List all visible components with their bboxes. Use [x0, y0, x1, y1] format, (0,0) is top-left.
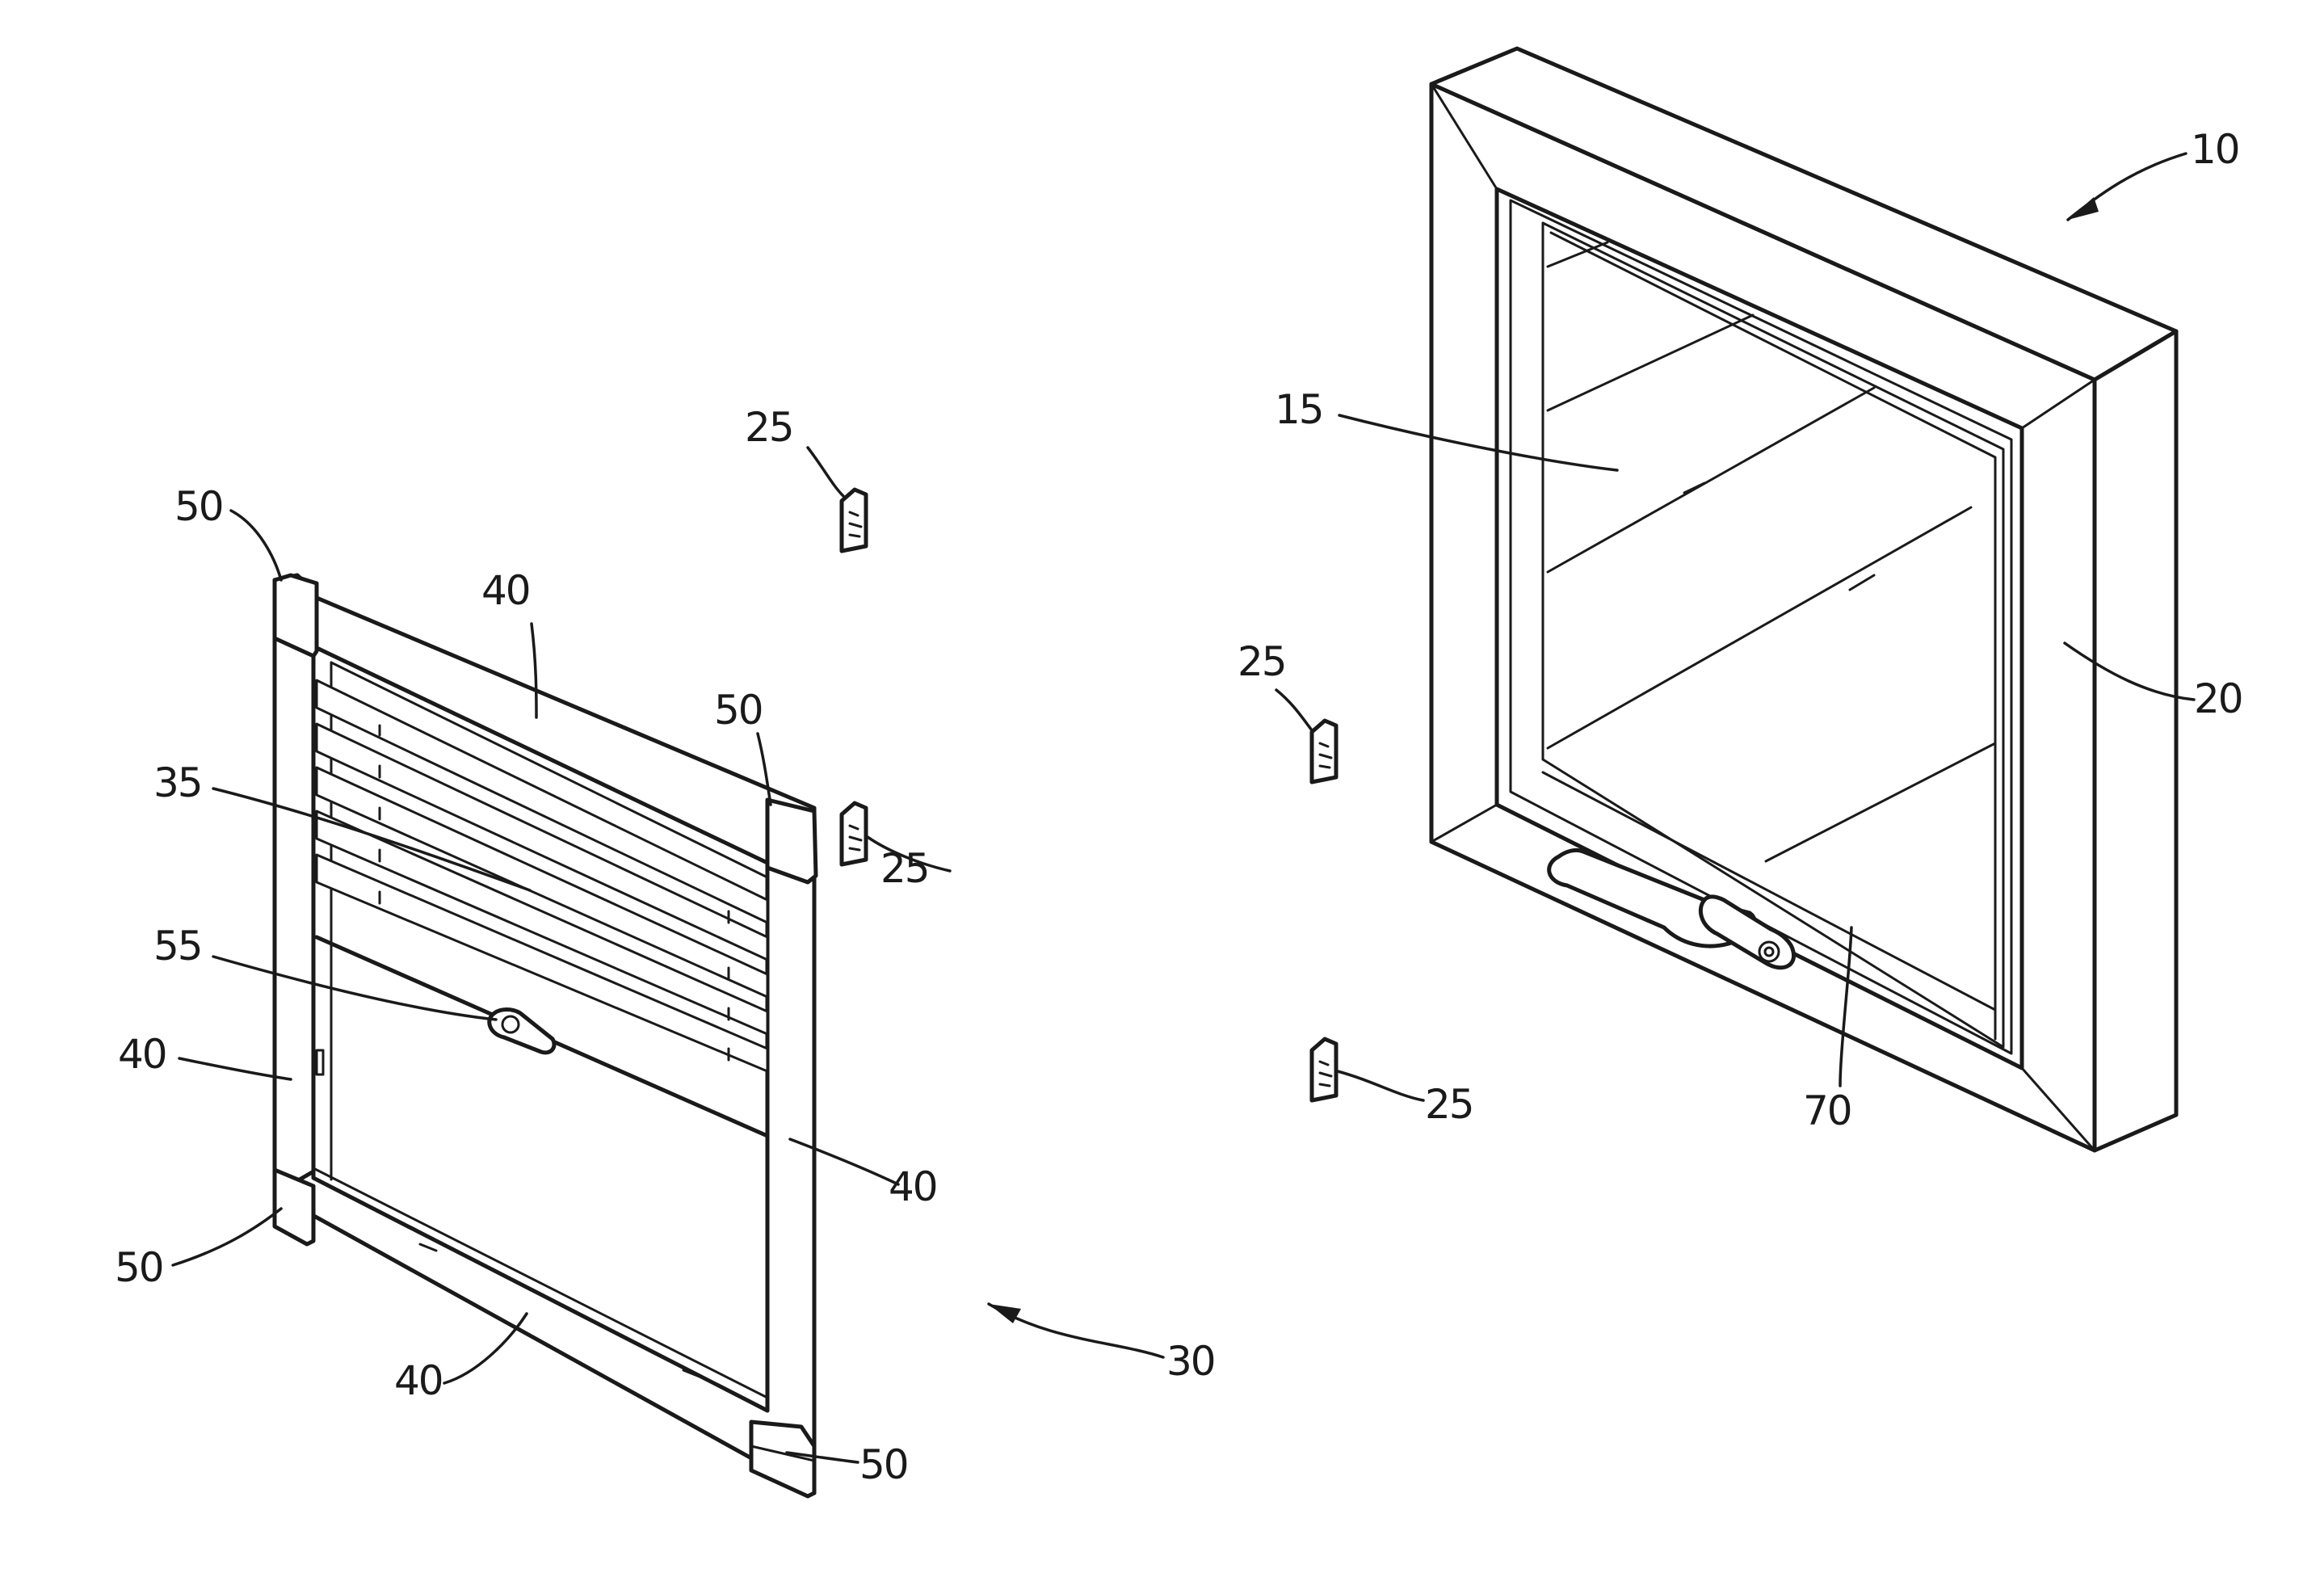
angle-bracket-frame-lower: [1312, 1039, 1336, 1100]
ref-label-40-left: 40: [118, 1031, 166, 1078]
ref-label-25-frame-upper: 25: [1238, 638, 1286, 685]
ref-label-25-frame-lower: 25: [1425, 1081, 1473, 1128]
ref-label-55: 55: [153, 923, 202, 969]
angle-bracket-middle-left: [842, 803, 866, 864]
ref-label-70: 70: [1803, 1087, 1851, 1134]
ref-label-20: 20: [2194, 675, 2242, 722]
ref-label-40-top: 40: [481, 567, 530, 614]
ref-label-40-right: 40: [889, 1163, 937, 1210]
ref-label-15: 15: [1275, 386, 1323, 433]
window-frame-side-depth: [2095, 331, 2176, 1150]
ref-label-50-top-left: 50: [174, 483, 223, 530]
angle-bracket-frame-upper: [1312, 721, 1336, 782]
ref-label-50-bottom-left: 50: [115, 1244, 163, 1291]
ref-label-40-bottom: 40: [394, 1357, 443, 1404]
ref-label-10: 10: [2191, 126, 2239, 173]
ref-label-50-bottom-right: 50: [859, 1441, 908, 1488]
ref-label-35: 35: [153, 759, 202, 806]
angle-bracket-upper-left: [842, 490, 866, 551]
ref-label-25-middle-left: 25: [880, 845, 929, 892]
ref-label-30: 30: [1166, 1338, 1215, 1385]
corner-connector-top-right: [767, 800, 816, 882]
ref-label-25-upper-left: 25: [745, 404, 793, 451]
window-frame-assembly: [1431, 48, 2176, 1150]
ref-label-50-top-right: 50: [714, 687, 763, 734]
